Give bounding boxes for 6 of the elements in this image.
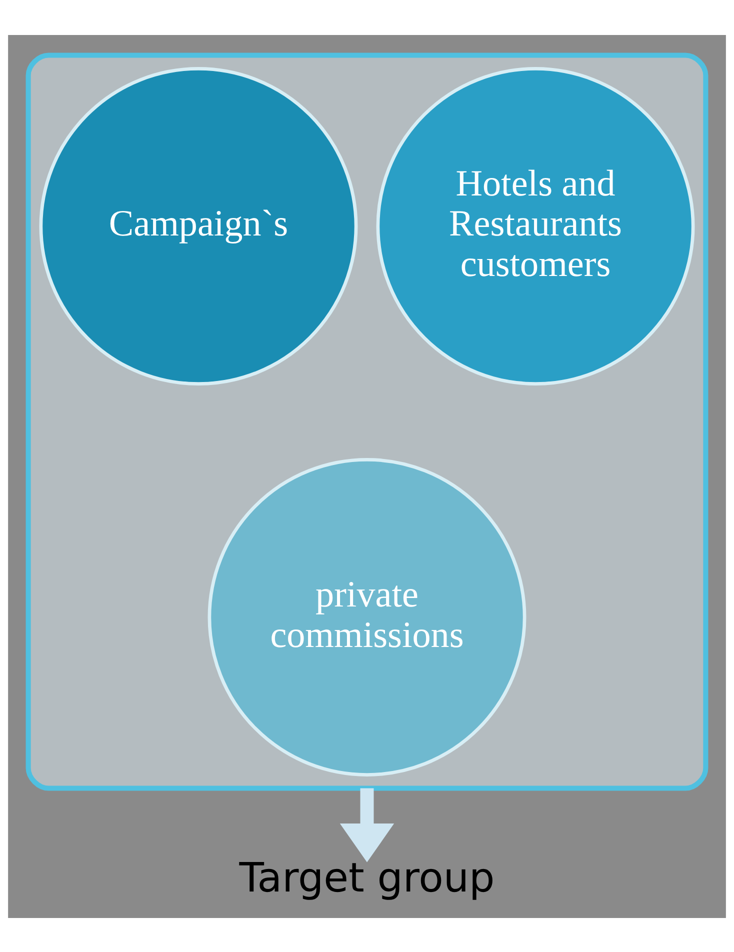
- cluster: [26, 52, 708, 790]
- node-text: Target group: [239, 852, 495, 901]
- node-circle: private commissions: [208, 457, 526, 776]
- arrow: [340, 788, 394, 862]
- node-circle: Campaign`s: [39, 66, 358, 385]
- node-circle: Hotels and Restaurants customers: [376, 66, 695, 385]
